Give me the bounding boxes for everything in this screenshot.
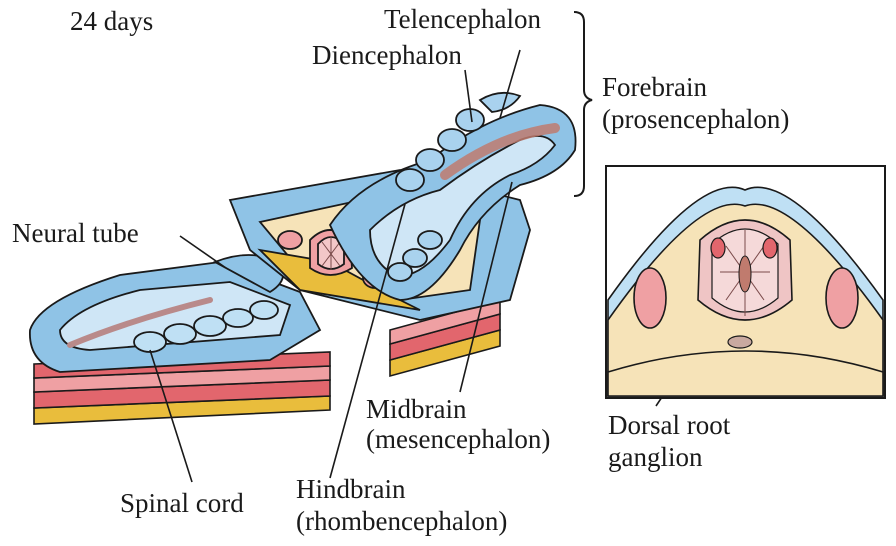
neural-tube-label: Neural tube bbox=[12, 218, 139, 248]
hindbrain-label: Hindbrain bbox=[296, 474, 406, 504]
inset-cross-section bbox=[605, 165, 886, 399]
hindbrain-alt-label: (rhombencephalon) bbox=[296, 506, 508, 536]
diencephalon-label: Diencephalon bbox=[312, 40, 462, 70]
caudal-neural-plate bbox=[29, 254, 322, 373]
midbrain-alt-label: (mesencephalon) bbox=[366, 424, 551, 454]
forebrain-alt-label: (prosencephalon) bbox=[602, 104, 790, 134]
forebrain-label: Forebrain bbox=[602, 72, 707, 102]
ganglion-label: ganglion bbox=[608, 442, 703, 472]
dorsal-root-label: Dorsal root bbox=[608, 410, 731, 440]
midbrain-label: Midbrain bbox=[366, 394, 467, 424]
forebrain-bracket bbox=[573, 11, 593, 197]
age-label: 24 days bbox=[70, 6, 154, 36]
telencephalon-label: Telencephalon bbox=[384, 4, 542, 34]
spinal-cord-label: Spinal cord bbox=[120, 488, 244, 518]
